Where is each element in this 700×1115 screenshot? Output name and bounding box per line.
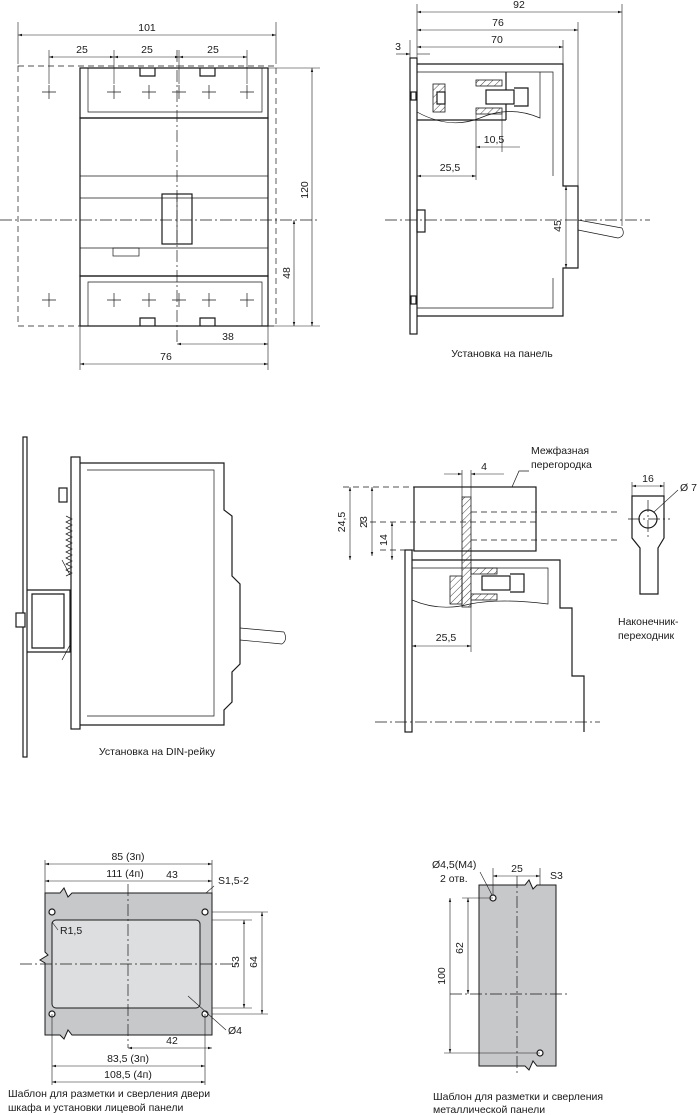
adapter-label-line-2: переходник [618, 630, 675, 642]
din-breaker-back [70, 456, 81, 730]
metal-template-caption-2: металлической панели [433, 1104, 545, 1115]
door-template-caption-1: Шаблон для разметки и сверления двери [8, 1088, 210, 1100]
dim-h3: 14 [378, 534, 390, 546]
dim-top-3p: 85 (3п) [111, 851, 144, 863]
front-view-top-terminal-block [79, 67, 269, 119]
front-view-optional-outline [17, 65, 277, 327]
din-breaker-body [80, 462, 241, 726]
phase-barrier [413, 486, 537, 552]
dim-adapter-hole: Ø 7 [680, 482, 697, 494]
dim-door-hole: Ø4 [228, 1025, 242, 1037]
front-view-mounting-crosses [42, 85, 254, 307]
dim-terminal: 25,5 [440, 162, 461, 174]
panel-view-caption: Установка на панель [451, 348, 553, 360]
dim-overall: 92 [513, 0, 525, 11]
phase-barrier-view: Межфазная перегородка 4 24,5 23 14 25,5 [336, 445, 620, 733]
barrier-label-line-2: перегородка [531, 459, 592, 471]
dim-body-width: 76 [160, 351, 172, 363]
din-mounting-plate [22, 436, 28, 758]
dim-handle-offset: 38 [222, 331, 234, 343]
dim-bolt: 10,5 [484, 134, 505, 146]
dim-door-h53: 53 [230, 956, 242, 968]
dim-metal-hole: Ø4,5(M4) [432, 859, 476, 871]
din-rail [27, 589, 71, 653]
dim-metal-w25: 25 [511, 863, 523, 875]
din-view-caption: Установка на DIN-рейку [99, 746, 216, 758]
mounting-panel [409, 57, 418, 335]
dim-top-43: 43 [166, 869, 178, 881]
dim-pitch-2: 25 [141, 44, 153, 56]
metal-plate [478, 879, 557, 1071]
terminal-adapter: 16 Ø 7 Наконечник- переходник [618, 473, 697, 642]
front-view-bottom-terminal-block [79, 275, 269, 327]
dim-bottom-4p: 108,5 (4п) [104, 1069, 152, 1081]
dim-barrier-thickness: 4 [481, 461, 487, 473]
dim-barrier-terminal: 25,5 [436, 632, 457, 644]
dim-body: 76 [492, 17, 504, 29]
dim-bottom-3p: 83,5 (3п) [107, 1053, 149, 1065]
dim-h2: 23 [358, 516, 370, 528]
dim-door-h64: 64 [248, 956, 260, 968]
front-view: 101 25 25 25 120 48 38 76 [0, 22, 320, 370]
breaker-body-side [417, 63, 579, 317]
dim-total-width: 101 [138, 22, 156, 34]
dim-pitch-3: 25 [207, 44, 219, 56]
dim-adapter-width: 16 [642, 473, 654, 485]
dim-panel-thickness: 3 [395, 41, 401, 53]
door-template-caption-2: шкафа и установки лицевой панели [8, 1102, 184, 1114]
front-view-body [79, 117, 269, 277]
metal-thickness: S3 [550, 870, 563, 882]
dim-depth: 70 [491, 34, 503, 46]
door-radius: R1,5 [60, 925, 82, 937]
metal-panel-template: Ø4,5(M4) 2 отв. 25 S3 62 100 Шаблон для … [432, 859, 603, 1115]
dim-metal-h62: 62 [454, 942, 466, 954]
dim-h1: 24,5 [336, 512, 348, 533]
barrier-label-line-1: Межфазная [531, 445, 589, 457]
dim-top-4p: 111 (4п) [106, 868, 143, 880]
din-rail-view: Установка на DIN-рейку [15, 436, 286, 758]
dim-half-height: 48 [281, 267, 293, 279]
door-thickness: S1,5-2 [218, 875, 249, 887]
dim-metal-h100: 100 [436, 967, 448, 985]
dim-height: 120 [299, 181, 311, 199]
barrier-view-panel [404, 549, 413, 733]
dim-handle-height: 45 [552, 220, 564, 232]
adapter-label-line-1: Наконечник- [618, 616, 679, 628]
door-drilling-template: 85 (3п) 111 (4п) 43 S1,5-2 R1,5 53 64 Ø4… [8, 851, 268, 1114]
dim-door-b42: 42 [166, 1035, 178, 1047]
dim-pitch-1: 25 [76, 44, 88, 56]
panel-mount-view: 92 76 70 3 10,5 25,5 45 Установка на пан… [385, 0, 650, 360]
metal-holes-count: 2 отв. [440, 873, 468, 885]
metal-template-caption-1: Шаблон для разметки и сверления [433, 1091, 603, 1103]
